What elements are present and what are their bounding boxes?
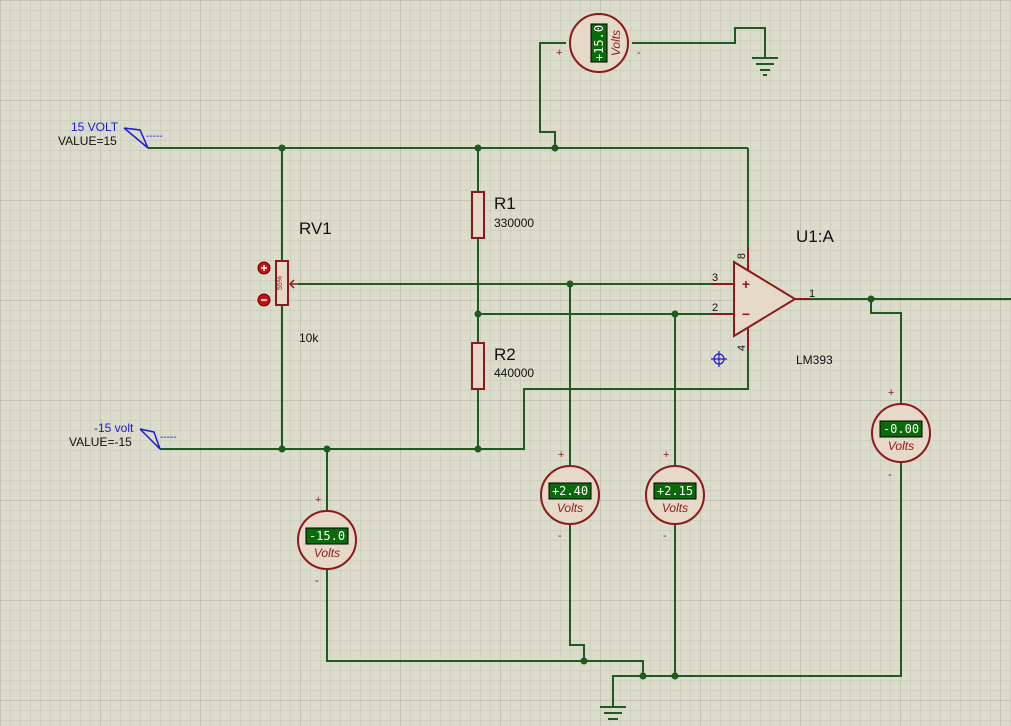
wire-top-meter-minus [632,27,766,57]
pin-1: 1 [809,288,815,300]
plus-input-sign: + [742,276,750,292]
resistor-body [471,191,485,239]
junctions [278,144,875,680]
potentiometer-rv1[interactable]: RV1 55% 10k [257,219,332,345]
terminal-minus-15-volt[interactable]: -15 volt VALUE=-15 ----- [69,421,177,450]
terminal-name: -15 volt [94,421,134,435]
increment-button[interactable] [257,261,271,275]
voltmeter-reading: +2.40 [552,484,588,498]
voltmeter-output[interactable]: -0.00 Volts + - [871,387,931,481]
resistor-r1[interactable]: R1 330000 [471,191,534,239]
pin-8: 8 [736,253,748,259]
resistor-body [471,342,485,390]
voltmeter-display [305,527,349,545]
voltmeter-plus: + [556,47,562,59]
terminal-value: VALUE=15 [58,134,117,148]
potentiometer-body [275,260,289,306]
voltmeter-unit: Volts [314,546,340,560]
voltmeter-unit: Volts [888,439,914,453]
voltmeter-display [590,23,608,63]
wire-out-meter [870,299,902,403]
opamp-body [733,260,797,338]
wire-ground-drop [612,675,643,706]
voltmeter-reading: -15.0 [309,529,345,543]
wire-out-meter-gnd [643,462,902,677]
voltmeter-minus: - [888,469,892,481]
wires [148,27,1011,706]
voltmeter-reading: +2.15 [657,484,693,498]
minus-input-sign: − [742,306,750,322]
voltmeter-minus: - [663,530,667,542]
voltmeter-minus: - [637,47,641,59]
terminal-flag-icon [123,127,149,149]
pin-3: 3 [712,272,718,284]
wire-bottom-rail [160,342,749,450]
component-ref: R2 [494,345,516,364]
voltmeter-mid-1[interactable]: +2.40 Volts + - [540,449,600,542]
voltmeter-plus: + [558,449,564,461]
voltmeter-minus: - [315,575,319,587]
resistor-r2[interactable]: R2 440000 [471,342,534,390]
wire-top-meter-plus [539,42,566,148]
crosshair-cursor-icon [711,351,727,367]
voltmeter-mid-2[interactable]: +2.15 Volts + - [645,449,705,542]
voltmeter-unit: Volts [609,30,623,56]
voltmeter-unit: Volts [557,501,583,515]
component-value: 10k [299,331,319,345]
voltmeter-reading: -0.00 [883,422,919,436]
voltmeter-display [548,482,592,500]
terminal-flag-icon [139,428,161,450]
voltmeter-display [879,420,923,438]
pin-4: 4 [736,345,748,351]
wire-left-meter-gnd [326,569,644,676]
voltmeter-plus: + [315,494,321,506]
wiper-arrow-icon [288,279,298,289]
wire-mid1-gnd [569,524,585,661]
voltmeter-top[interactable]: +15.0 Volts + - [556,13,641,73]
ground-icon[interactable] [752,57,778,76]
component-ref: R1 [494,194,516,213]
potentiometer-percent: 55% [277,276,284,290]
decrement-button[interactable] [257,293,271,307]
component-value: 440000 [494,366,534,380]
voltmeter-display [653,482,697,500]
pin-2: 2 [712,302,718,314]
voltmeter-unit: Volts [662,501,688,515]
voltmeter-plus: + [888,387,894,399]
component-ref: RV1 [299,219,332,238]
voltmeter-plus: + [663,449,669,461]
terminal-value: VALUE=-15 [69,435,132,449]
component-value: 330000 [494,216,534,230]
component-part: LM393 [796,353,833,367]
voltmeter-minus: - [558,530,562,542]
terminal-name: 15 VOLT [71,120,119,134]
voltmeter-left[interactable]: -15.0 Volts + - [297,494,357,587]
ground-icon[interactable] [600,706,626,720]
terminal-dash: ----- [160,432,177,443]
terminal-15-volt[interactable]: 15 VOLT VALUE=15 ----- [58,120,163,149]
comparator-u1a[interactable]: + − 3 2 1 8 4 U1:A LM393 [712,227,834,367]
component-ref: U1:A [796,227,834,246]
voltmeter-reading: +15.0 [592,25,606,61]
terminal-dash: ----- [146,131,163,142]
